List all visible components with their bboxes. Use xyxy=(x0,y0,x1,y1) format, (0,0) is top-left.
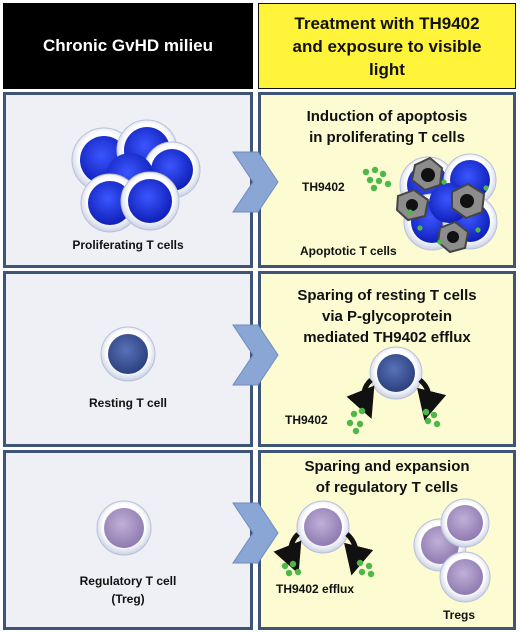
label-regulatory-t-cell-line-1: Regulatory T cell xyxy=(79,574,177,588)
row3-title: Sparing and expansion of regulatory T ce… xyxy=(258,456,516,498)
treg-cell-cluster xyxy=(413,498,491,603)
row3-left-panel xyxy=(3,450,253,630)
arrow-row2 xyxy=(232,324,279,386)
label-resting-t-cell: Resting T cell xyxy=(88,396,168,410)
label-th9402-row1: TH9402 xyxy=(302,180,345,194)
apoptotic-cell-cluster xyxy=(395,153,498,254)
label-th9402-efflux: TH9402 efflux xyxy=(276,582,355,596)
row3-title-line-1: Sparing and expansion xyxy=(304,458,470,475)
row1-title-line-2: in proliferating T cells xyxy=(309,129,465,146)
header-treatment-line-2: and exposure to visible xyxy=(292,36,482,56)
row1-title: Induction of apoptosis in proliferating … xyxy=(258,106,516,148)
treg-cell-left xyxy=(96,500,152,556)
row2-title-line-2: via P-glycoprotein xyxy=(321,308,453,325)
resting-cell-efflux xyxy=(346,346,447,421)
label-apoptotic-t-cells: Apoptotic T cells xyxy=(300,244,397,258)
row1-right-panel xyxy=(258,92,516,268)
row2-title-line-1: Sparing of resting T cells xyxy=(297,287,477,304)
th9402-dots-row2 xyxy=(346,407,441,435)
arrow-row3 xyxy=(232,502,279,564)
label-regulatory-t-cell-line-2: (Treg) xyxy=(111,592,145,606)
treg-cell-efflux xyxy=(273,500,374,576)
row2-title-line-3: mediated TH9402 efflux xyxy=(303,329,471,346)
arrow-row1 xyxy=(232,151,279,213)
header-milieu-label: Chronic GvHD milieu xyxy=(42,36,214,55)
label-tregs: Tregs xyxy=(443,608,476,622)
label-regulatory-t-cell: Regulatory T cell (Treg) xyxy=(3,572,253,608)
header-treatment: Treatment with TH9402 and exposure to vi… xyxy=(258,3,516,89)
header-treatment-line-3: light xyxy=(369,59,405,79)
resting-cell-left xyxy=(100,326,156,382)
label-proliferating-t-cells: Proliferating T cells xyxy=(72,238,184,252)
row1-title-line-1: Induction of apoptosis xyxy=(306,108,468,125)
label-th9402-row2: TH9402 xyxy=(285,413,328,427)
row3-title-line-2: of regulatory T cells xyxy=(315,479,459,496)
th9402-dots-row1 xyxy=(362,166,392,192)
header-milieu: Chronic GvHD milieu xyxy=(3,3,253,89)
th9402-dots-row3 xyxy=(281,559,375,578)
header-treatment-line-1: Treatment with TH9402 xyxy=(294,13,480,33)
proliferating-cell-cluster xyxy=(71,119,201,233)
row2-title: Sparing of resting T cells via P-glycopr… xyxy=(258,285,516,348)
